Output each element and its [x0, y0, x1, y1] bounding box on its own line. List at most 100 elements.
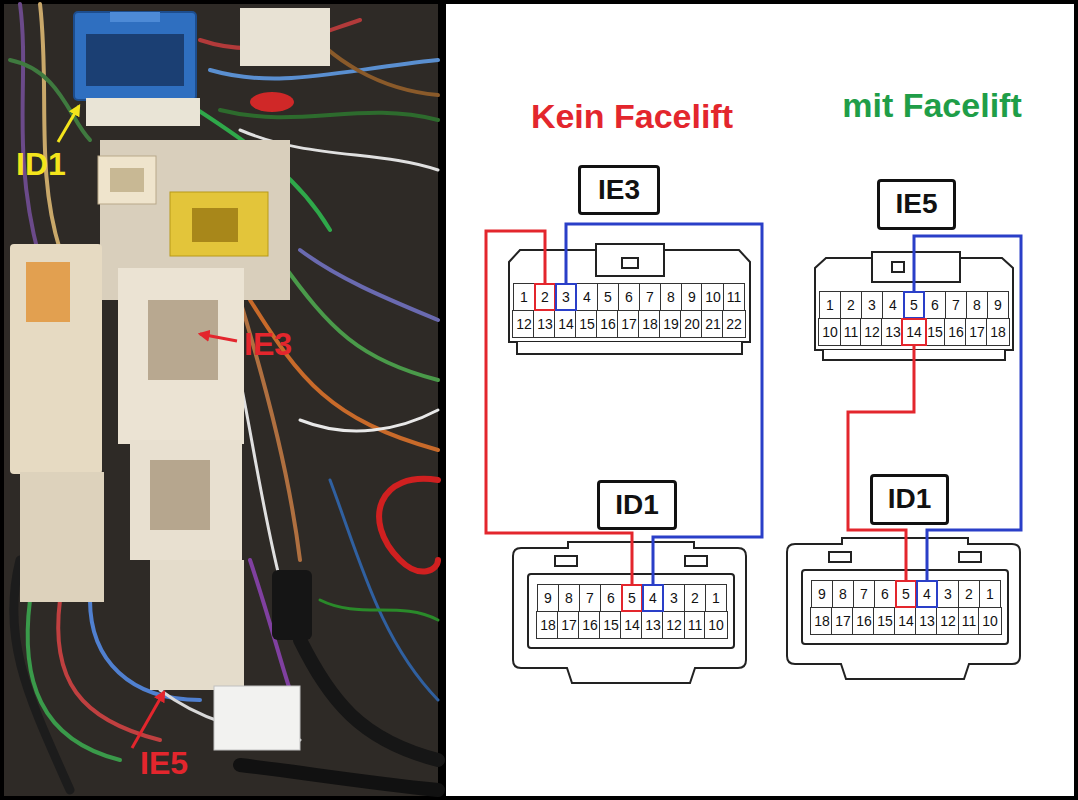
pin-cell: 11	[840, 318, 863, 346]
node-text: 2	[691, 590, 699, 606]
pin-cell: 1	[513, 283, 535, 311]
connector-body	[130, 440, 242, 560]
pin-cell: 3	[663, 584, 685, 612]
callout-label: IE5	[140, 746, 188, 781]
node-text: 11	[727, 289, 742, 305]
connector-cavity	[150, 460, 210, 530]
node-text: 5	[604, 289, 612, 305]
node-text: 6	[931, 297, 939, 313]
wire	[20, 4, 40, 260]
leader-arrow	[58, 106, 79, 142]
node-text: 6	[625, 289, 633, 305]
pin-cell: 10	[701, 283, 725, 311]
housing-latch	[872, 252, 960, 282]
connector-cavity	[192, 208, 238, 242]
node-text: 12	[864, 324, 880, 340]
id1-housing	[513, 542, 746, 683]
node-text: 2	[541, 289, 549, 305]
node-text: 5	[910, 297, 918, 313]
leader-arrow	[200, 334, 237, 341]
pin-cell: 3	[555, 283, 577, 311]
node-text: 1	[986, 586, 994, 602]
wiring-photo	[4, 4, 438, 796]
id1-housing	[787, 538, 1020, 679]
wire-bundle	[10, 4, 438, 790]
connector-name-box: ID1	[597, 480, 677, 530]
pin-cell: 2	[840, 291, 862, 319]
connector-body	[240, 8, 330, 66]
wire-connector	[566, 224, 762, 584]
node-text: 14	[558, 316, 574, 332]
node-text: 18	[642, 316, 658, 332]
pin-cell: 8	[832, 580, 854, 608]
node-text: 18	[540, 617, 556, 633]
pin-cell: 1	[705, 584, 727, 612]
wire	[240, 765, 438, 790]
pin-cell: 12	[662, 611, 686, 639]
node-text: 8	[973, 297, 981, 313]
red-cap	[250, 92, 294, 112]
pin-cell: 18	[986, 318, 1010, 346]
pin-cell: 10	[978, 607, 1002, 635]
pin-cell: 7	[639, 283, 661, 311]
wire	[300, 640, 438, 760]
node-text: 7	[586, 590, 594, 606]
node-text: 5	[628, 590, 636, 606]
node-text: 10	[705, 289, 721, 305]
node-text: 15	[579, 316, 595, 332]
pin-cell: 5	[621, 584, 643, 612]
pin-cell: 5	[597, 283, 619, 311]
pin-cell: 9	[987, 291, 1009, 319]
node-text: 3	[944, 586, 952, 602]
node-text: 14	[624, 617, 640, 633]
node-text: 9	[818, 586, 826, 602]
connector-name-box: IE5	[877, 179, 956, 229]
node-text: 9	[544, 590, 552, 606]
connector-body	[10, 244, 102, 474]
pin-cell: 6	[618, 283, 640, 311]
housing-outline	[513, 542, 746, 683]
node-text: 17	[621, 316, 637, 332]
node-text: 18	[990, 324, 1006, 340]
pin-cell: 22	[722, 310, 746, 338]
blue-connector	[74, 12, 196, 100]
connector-cavity	[110, 168, 144, 192]
node-text: 13	[537, 316, 553, 332]
node-text: 15	[927, 324, 943, 340]
node-text: 13	[919, 613, 935, 629]
connector-cavity	[86, 34, 184, 86]
housing-latch	[596, 244, 664, 276]
node-text: 17	[835, 613, 851, 629]
latch-tab	[555, 556, 577, 566]
pin-cell: 10	[818, 318, 842, 346]
latch-tab	[892, 262, 904, 272]
node-text: 11	[844, 324, 859, 340]
pin-cell: 5	[903, 291, 925, 319]
pin-cell: 7	[853, 580, 875, 608]
pin-cell: 2	[534, 283, 556, 311]
pin-cell: 1	[819, 291, 841, 319]
pin-cell: 3	[937, 580, 959, 608]
pin-cell: 11	[958, 607, 981, 635]
node-text: 13	[885, 324, 901, 340]
pin-cell: 8	[558, 584, 580, 612]
node-text: 17	[561, 617, 577, 633]
connector-base	[86, 98, 200, 126]
housing-flange	[517, 342, 742, 354]
pin-cell: 8	[966, 291, 988, 319]
node-text: 19	[663, 316, 679, 332]
node-text: 9	[994, 297, 1002, 313]
node-text: 1	[826, 297, 834, 313]
callout-label: IE3	[244, 327, 292, 362]
node-text: ID1	[888, 483, 932, 515]
pin-cell: 11	[723, 283, 746, 311]
pin-cell: 4	[642, 584, 664, 612]
node-text: 13	[645, 617, 661, 633]
node-text: 8	[667, 289, 675, 305]
node-text: IE5	[895, 188, 937, 220]
node-text: 22	[726, 316, 742, 332]
node-text: 10	[982, 613, 998, 629]
housing-outline	[787, 538, 1020, 679]
node-text: 8	[565, 590, 573, 606]
